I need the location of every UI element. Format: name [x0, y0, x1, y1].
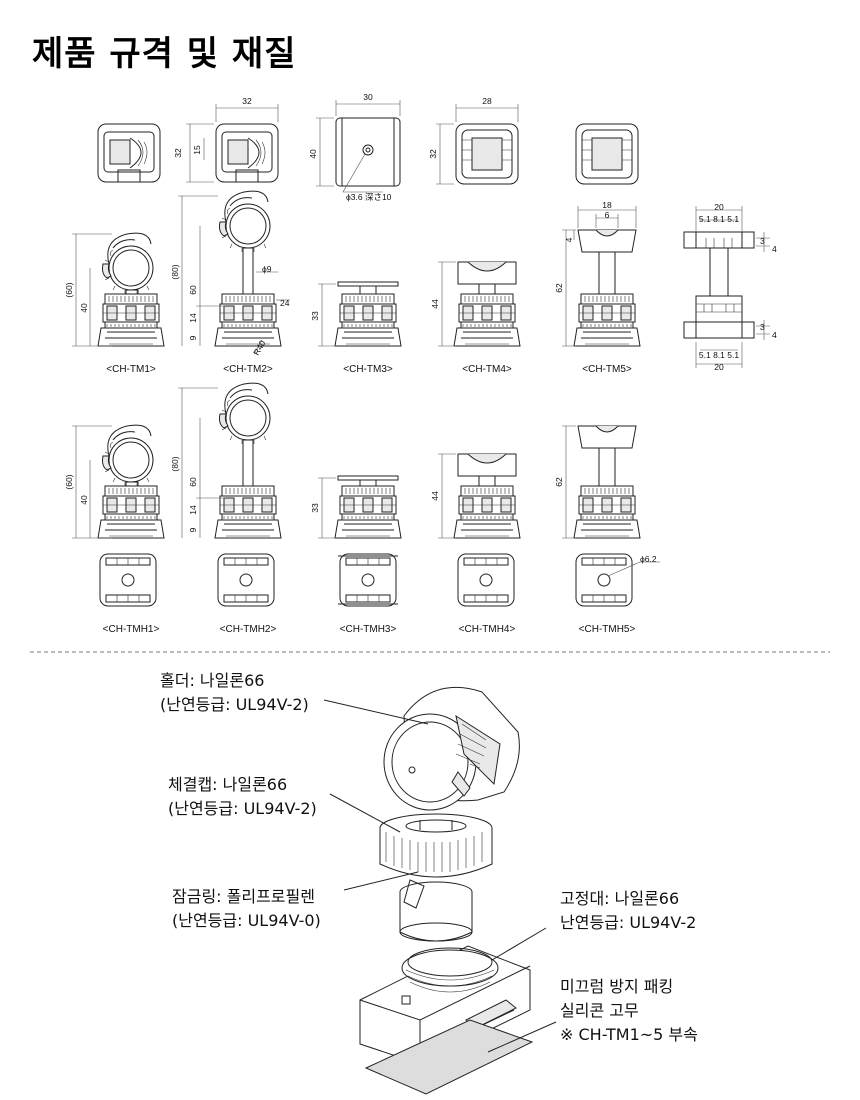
dim-tm2-a: (80) — [170, 264, 180, 279]
dim-tmh2-d: 9 — [188, 527, 198, 532]
callout-holder-line2: (난연등급: UL94V-2) — [160, 695, 309, 714]
dim-side-s-bot: 5.1 8.1 5.1 — [699, 350, 739, 360]
dim-side-4-bot: 4 — [772, 330, 777, 340]
label-ch-tm1: <CH-TM1> — [106, 364, 156, 375]
label-ch-tmh1: <CH-TMH1> — [103, 624, 160, 635]
dim-side-s-top: 5.1 8.1 5.1 — [699, 214, 739, 224]
dim-w4: 28 — [482, 96, 492, 106]
drawing-side-view-tm5: 20 5.1 8.1 5.1 3 4 3 4 5.1 8.1 5.1 20 — [683, 202, 777, 372]
top-view-tm3: 30 40 ϕ3.6 深さ10 — [308, 92, 401, 202]
dim-h1b: 15 — [192, 145, 202, 155]
ring-part — [399, 879, 473, 942]
dim-tmh4: 44 — [430, 491, 440, 501]
label-ch-tmh3: <CH-TMH3> — [340, 624, 397, 635]
dim-tm3: 33 — [310, 311, 320, 321]
base-part — [359, 945, 531, 1065]
dim-tmh5-hole: ϕ6.2 — [640, 554, 657, 564]
label-ch-tm5: <CH-TM5> — [582, 364, 632, 375]
dim-w1: 32 — [242, 96, 252, 106]
label-ch-tmh2: <CH-TMH2> — [220, 624, 277, 635]
label-ch-tm2: <CH-TM2> — [223, 364, 273, 375]
dim-side-3-bot: 3 — [760, 322, 765, 332]
callout-holder: 홀더: 나일론66 (난연등급: UL94V-2) — [160, 671, 309, 714]
dim-h1a: 32 — [173, 148, 183, 158]
callout-base-line2: 난연등급: UL94V-2 — [560, 913, 696, 932]
bottom-view-tmh1: <CH-TMH1> — [99, 553, 160, 635]
exploded-view — [359, 686, 534, 1095]
bottom-view-tmh2: <CH-TMH2> — [217, 553, 277, 635]
drawing-ch-tm2: (80) 60 14 9 ϕ9 24 R40 <CH-TM2> — [170, 190, 290, 375]
callout-pad-line2: 실리콘 고무 — [560, 1001, 639, 1020]
callout-ring-line2: (난연등급: UL94V-0) — [172, 911, 321, 930]
dim-side-w-bot: 20 — [714, 362, 724, 372]
dim-tmh1-a: (60) — [64, 474, 74, 489]
callout-holder-line1: 홀더: 나일론66 — [160, 671, 264, 690]
dim-tmh2-b: 60 — [188, 477, 198, 487]
top-view-tm1 — [97, 123, 161, 183]
drawing-ch-tmh2: (80) 60 14 9 — [170, 382, 282, 539]
dim-tmh3: 33 — [310, 503, 320, 513]
dim-tm2-b: 60 — [188, 285, 198, 295]
label-ch-tmh4: <CH-TMH4> — [459, 624, 516, 635]
callout-base: 고정대: 나일론66 난연등급: UL94V-2 — [560, 889, 696, 932]
callout-cap-line2: (난연등급: UL94V-2) — [168, 799, 317, 818]
dim-tm2-e: ϕ9 — [262, 264, 272, 274]
callout-pad: 미끄럼 방지 패킹 실리콘 고무 ※ CH-TM1~5 부속 — [560, 977, 698, 1044]
label-ch-tmh5: <CH-TMH5> — [579, 624, 636, 635]
drawing-ch-tm4: 44 <CH-TM4> — [430, 261, 521, 375]
dim-tmh2-a: (80) — [170, 456, 180, 471]
drawing-ch-tm5: 18 6 4 62 <CH-TM5> — [554, 200, 641, 375]
dim-tm5-a: 18 — [602, 200, 612, 210]
cap-part — [379, 813, 493, 878]
label-ch-tm4: <CH-TM4> — [462, 364, 512, 375]
dim-side-3-top: 3 — [760, 236, 765, 246]
dim-tm5-c: 4 — [564, 237, 574, 242]
top-view-tm4: 28 32 — [428, 96, 519, 185]
dim-w3: 30 — [363, 92, 373, 102]
dim-tm5-b: 6 — [605, 210, 610, 220]
dim-tm4: 44 — [430, 299, 440, 309]
drawing-ch-tm3: 33 <CH-TM3> — [310, 281, 402, 375]
callout-pad-line1: 미끄럼 방지 패킹 — [560, 977, 673, 996]
drawing-ch-tmh4: 44 — [430, 453, 521, 539]
drawing-ch-tmh5: 62 — [554, 425, 641, 539]
label-ch-tm3: <CH-TM3> — [343, 364, 393, 375]
dim-tm5-d: 62 — [554, 283, 564, 293]
dim-tm1-b: 40 — [79, 303, 89, 313]
dim-side-w-top: 20 — [714, 202, 724, 212]
bottom-view-tmh3: <CH-TMH3> — [338, 553, 398, 635]
dim-h3: 40 — [308, 149, 318, 159]
drawing-ch-tmh3: 33 — [310, 475, 402, 539]
callout-cap: 체결캡: 나일론66 (난연등급: UL94V-2) — [168, 775, 317, 818]
callout-ring: 잠금링: 폴리프로필렌 (난연등급: UL94V-0) — [172, 887, 321, 930]
dim-tm2-c: 14 — [188, 313, 198, 323]
callout-base-line1: 고정대: 나일론66 — [560, 889, 679, 908]
dim-h4: 32 — [428, 149, 438, 159]
top-view-tm5 — [575, 123, 639, 185]
callout-pad-line3: ※ CH-TM1~5 부속 — [560, 1025, 698, 1044]
holder-part — [383, 686, 520, 811]
bottom-view-tmh5: ϕ6.2 <CH-TMH5> — [575, 553, 660, 635]
dim-tm2-d: 9 — [188, 335, 198, 340]
dim-tmh1-b: 40 — [79, 495, 89, 505]
callout-cap-line1: 체결캡: 나일론66 — [168, 775, 287, 794]
dim-tmh5: 62 — [554, 477, 564, 487]
dim-hole3: ϕ3.6 深さ10 — [346, 192, 392, 202]
bottom-view-tmh4: <CH-TMH4> — [457, 553, 516, 635]
drawing-ch-tmh1: (60) 40 — [64, 424, 165, 539]
page-title: 제품 규격 및 재질 — [32, 34, 297, 74]
dim-tm2-f: 24 — [280, 298, 290, 308]
callout-ring-line1: 잠금링: 폴리프로필렌 — [172, 887, 315, 906]
drawing-ch-tm1: (60) 40 <CH-TM1> — [64, 232, 165, 375]
dim-tmh2-c: 14 — [188, 505, 198, 515]
dim-side-4-top: 4 — [772, 244, 777, 254]
pad-part — [364, 1019, 534, 1095]
top-view-tm2: 32 32 15 — [173, 96, 279, 183]
dim-tm1-a: (60) — [64, 282, 74, 297]
